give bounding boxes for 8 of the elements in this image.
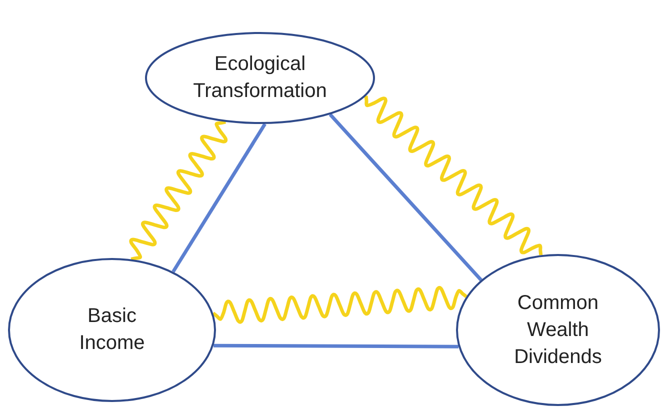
connector-line — [172, 123, 266, 273]
wavy-connector — [129, 120, 228, 261]
node-label: Common Wealth Dividends — [513, 290, 603, 370]
node-label: Basic Income — [78, 304, 146, 356]
node-label: Ecological Transformation — [192, 52, 328, 104]
wavy-connector — [212, 286, 468, 324]
connector-line — [328, 113, 482, 282]
connector-line — [214, 344, 458, 348]
